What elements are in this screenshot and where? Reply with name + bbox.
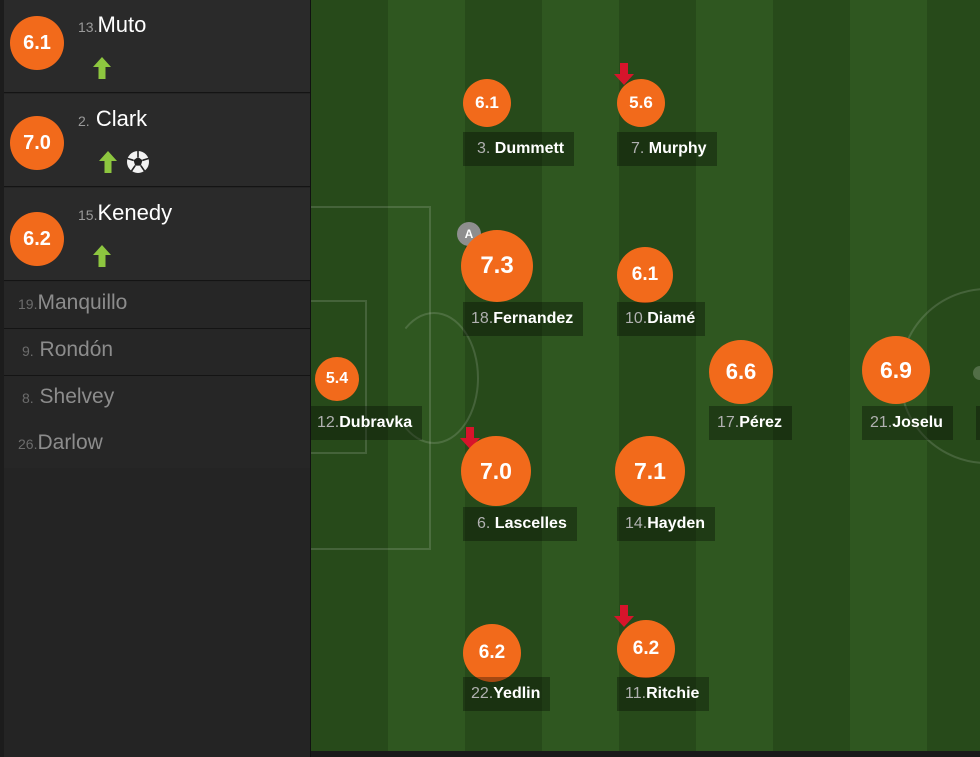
player-name-text: Rondón	[39, 338, 114, 361]
player-label: 12.Dubravka	[311, 406, 423, 440]
event-icons	[98, 150, 150, 174]
sub-off-arrow-icon	[614, 605, 634, 627]
rating-badge: 7.1	[615, 436, 685, 506]
shirt-number: 10.	[625, 310, 648, 327]
event-icons	[92, 56, 112, 80]
shirt-number: 18.	[471, 310, 494, 327]
player-name: 15.Kenedy	[78, 200, 172, 226]
shirt-number: 17.	[717, 414, 740, 431]
penalty-arc-line	[389, 312, 479, 444]
substitute-row[interactable]: 6.2 15.Kenedy	[4, 188, 310, 281]
player-label: 22.Yedlin	[463, 677, 551, 711]
player-name-text: Pérez	[739, 414, 782, 431]
player-label: 6. Lascelles	[463, 507, 577, 541]
rating-badge: 6.1	[463, 79, 511, 127]
goal-area-line	[311, 300, 367, 454]
player-label: 10.Diamé	[617, 302, 706, 336]
bench-row[interactable]: 8. Shelvey	[4, 376, 310, 423]
shirt-number: 2.	[78, 113, 90, 129]
rating-badge: 7.0	[10, 116, 64, 170]
bench-row[interactable]: 9. Rondón	[4, 329, 310, 376]
player-name-text: Dummett	[494, 140, 565, 157]
substitute-row[interactable]: 6.1 13.Muto	[4, 0, 310, 93]
pitch: 5.4 12.Dubravka 6.1 3. Dummett 5.6 7. Mu…	[311, 0, 980, 751]
bench-row[interactable]: 19.Manquillo	[4, 282, 310, 329]
player-name-text: Muto	[97, 12, 147, 37]
event-icons	[92, 244, 112, 268]
sub-in-arrow-icon	[93, 57, 111, 79]
player-name: 13.Muto	[78, 12, 146, 38]
player-label: 7. Murphy	[617, 132, 717, 166]
player-name-text: Yedlin	[493, 685, 541, 702]
sub-in-arrow-icon	[93, 245, 111, 267]
rating-badge: 6.2	[463, 624, 521, 682]
shirt-number: 26.	[18, 436, 38, 452]
sub-off-arrow-icon	[614, 63, 634, 85]
player-name-text: Kenedy	[97, 200, 173, 225]
substitute-row[interactable]: 7.0 2. Clark	[4, 94, 310, 187]
player-name-text: Lascelles	[494, 515, 567, 532]
player-name: 2. Clark	[78, 106, 147, 132]
rating-badge: 7.3	[461, 230, 533, 302]
shirt-number: 13.	[78, 19, 98, 35]
player-label: 3. Dummett	[463, 132, 575, 166]
shirt-number: 21.	[870, 414, 893, 431]
player-name-text: Fernandez	[493, 310, 574, 327]
sidebar-empty-area	[4, 468, 310, 757]
pitch-bottom-border	[311, 751, 980, 757]
rating-badge: 6.9	[862, 336, 930, 404]
shirt-number: 14.	[625, 515, 648, 532]
player-name-text: Darlow	[37, 431, 103, 454]
player-name-text: Shelvey	[39, 385, 115, 408]
shirt-number: 7.	[631, 140, 645, 157]
rating-badge: 5.4	[315, 357, 359, 401]
sub-in-arrow-icon	[99, 151, 117, 173]
player-name-text: Ritchie	[646, 685, 700, 702]
shirt-number: 9.	[22, 343, 34, 359]
player-name-text: Diamé	[647, 310, 696, 327]
offscreen-label-edge	[976, 406, 980, 440]
player-label: 18.Fernandez	[463, 302, 584, 336]
rating-badge: 5.6	[617, 79, 665, 127]
shirt-number: 22.	[471, 685, 494, 702]
lineup-sidebar: 6.1 13.Muto 7.0 2. Clark 6.2	[4, 0, 311, 757]
rating-badge: 6.2	[10, 212, 64, 266]
player-label: 14.Hayden	[617, 507, 716, 541]
rating-badge: 6.2	[617, 620, 675, 678]
shirt-number: 12.	[317, 414, 340, 431]
shirt-number: 15.	[78, 207, 98, 223]
player-name-text: Dubravka	[339, 414, 413, 431]
player-label: 21.Joselu	[862, 406, 953, 440]
shirt-number: 3.	[477, 140, 491, 157]
rating-badge: 6.1	[617, 247, 673, 303]
goal-ball-icon	[127, 151, 149, 173]
player-name-text: Murphy	[648, 140, 707, 157]
center-spot	[973, 366, 980, 380]
rating-badge: 6.1	[10, 16, 64, 70]
rating-badge: 7.0	[461, 436, 531, 506]
player-label: 11.Ritchie	[617, 677, 710, 711]
player-label: 17.Pérez	[709, 406, 792, 440]
rating-badge: 6.6	[709, 340, 773, 404]
player-name-text: Manquillo	[37, 291, 128, 314]
bench-row[interactable]: 26.Darlow	[4, 422, 310, 469]
player-name-text: Clark	[95, 106, 148, 131]
shirt-number: 6.	[477, 515, 491, 532]
player-name-text: Hayden	[647, 515, 706, 532]
shirt-number: 8.	[22, 390, 34, 406]
shirt-number: 11.	[625, 685, 647, 702]
player-name-text: Joselu	[892, 414, 943, 431]
shirt-number: 19.	[18, 296, 38, 312]
